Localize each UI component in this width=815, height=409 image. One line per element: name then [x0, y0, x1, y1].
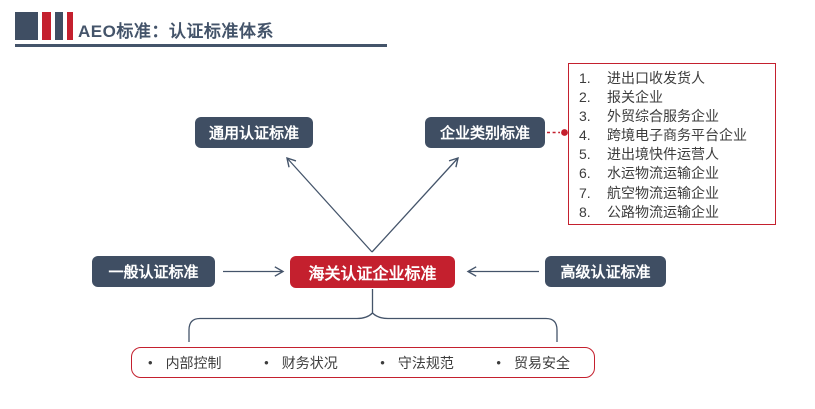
list-item-label: 外贸综合服务企业	[607, 108, 719, 125]
criteria-item-label: 财务状况	[281, 354, 338, 371]
enterprise-category-list: 1. 进出口收发货人 2. 报关企业 3. 外贸综合服务企业 4. 跨境电子商务…	[568, 63, 776, 225]
criteria-item: • 内部控制	[148, 353, 222, 373]
bar-icon	[67, 12, 73, 40]
list-item-label: 跨境电子商务平台企业	[607, 127, 747, 144]
list-item-label: 进出境快件运营人	[607, 146, 719, 163]
bar-icon	[15, 12, 38, 40]
bullet-icon: •	[264, 355, 269, 370]
arrow-to-category-standard	[371, 156, 459, 253]
list-item: 1. 进出口收发货人	[579, 69, 771, 88]
list-item-number: 3.	[579, 108, 591, 125]
bar-icon	[42, 12, 51, 40]
brace-right	[372, 312, 558, 342]
bar-icon	[55, 12, 63, 40]
list-item-number: 7.	[579, 184, 591, 201]
node-general-cert-standard: 通用认证标准	[195, 117, 313, 148]
list-item-number: 6.	[579, 165, 591, 182]
list-item-number: 1.	[579, 70, 591, 86]
brace-left	[188, 312, 373, 342]
bullet-icon: •	[496, 355, 501, 370]
criteria-item: • 守法规范	[380, 353, 454, 373]
list-item-number: 2.	[579, 89, 591, 106]
title-bars-icon	[15, 12, 73, 40]
list-item: 6. 水运物流运输企业	[579, 164, 771, 183]
page-title: AEO标准：认证标准体系	[78, 22, 274, 41]
criteria-item: • 贸易安全	[496, 353, 570, 373]
list-item: 3. 外贸综合服务企业	[579, 107, 771, 126]
list-item-label: 水运物流运输企业	[607, 165, 719, 182]
bullet-icon: •	[148, 355, 153, 370]
list-item-label: 航空物流运输企业	[607, 184, 719, 201]
title-underline	[15, 44, 387, 47]
node-customs-enterprise-standard: 海关认证企业标准	[290, 256, 455, 288]
list-item-number: 5.	[579, 146, 591, 163]
list-item-number: 4.	[579, 127, 591, 144]
node-advanced-cert-standard: 高级认证标准	[545, 256, 666, 287]
list-item: 4. 跨境电子商务平台企业	[579, 126, 771, 145]
node-basic-cert-standard: 一般认证标准	[92, 256, 215, 287]
list-item-label: 报关企业	[607, 89, 663, 106]
list-item: 8. 公路物流运输企业	[579, 203, 771, 222]
list-item: 7. 航空物流运输企业	[579, 184, 771, 203]
dashed-connector-dot	[561, 129, 568, 136]
criteria-item: • 财务状况	[264, 353, 338, 373]
criteria-item-label: 守法规范	[397, 354, 454, 371]
list-item-number: 8.	[579, 203, 591, 220]
bullet-icon: •	[380, 355, 385, 370]
arrow-to-general-standard	[286, 156, 373, 253]
criteria-item-label: 内部控制	[165, 354, 222, 371]
list-item-label: 公路物流运输企业	[607, 203, 719, 220]
criteria-item-label: 贸易安全	[513, 354, 570, 371]
criteria-box: • 内部控制 • 财务状况 • 守法规范 • 贸易安全	[131, 347, 595, 378]
list-item: 5. 进出境快件运营人	[579, 145, 771, 164]
node-category-cert-standard: 企业类别标准	[425, 117, 545, 148]
list-item-label: 进出口收发货人	[607, 70, 705, 86]
list-item: 2. 报关企业	[579, 88, 771, 107]
